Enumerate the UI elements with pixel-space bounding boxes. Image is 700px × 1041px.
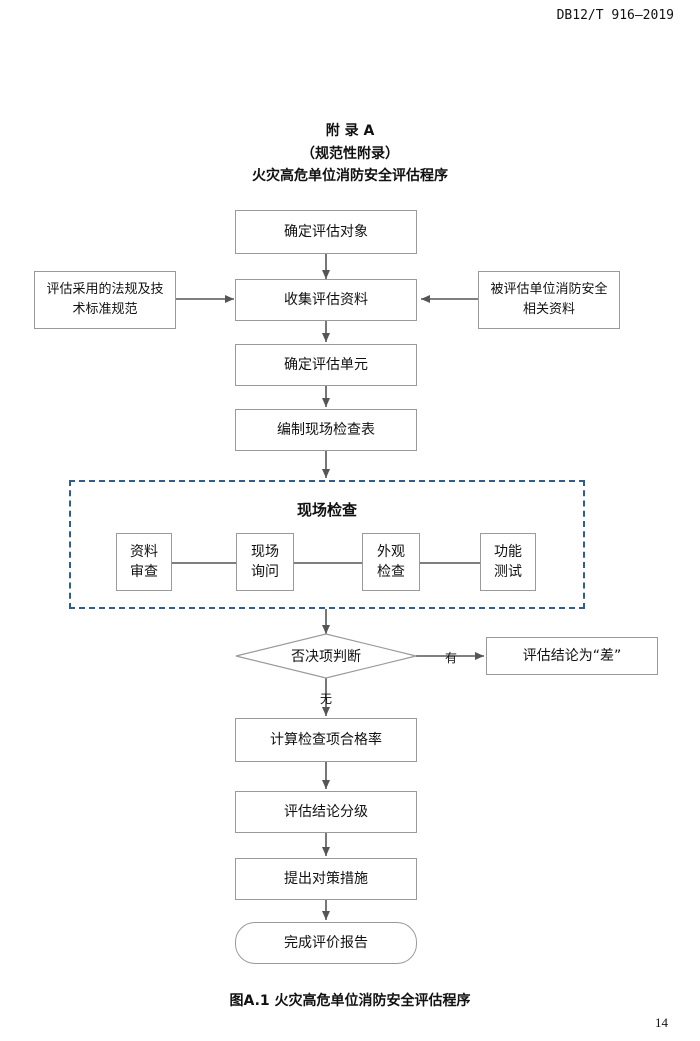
page-number: 14 — [655, 1015, 668, 1030]
figure-caption: 图A.1 火灾高危单位消防安全评估程序 — [229, 993, 471, 1009]
step-determine-target: 确定评估对象 — [235, 210, 417, 254]
step-calc-pass-rate: 计算检查项合格率 — [235, 718, 417, 762]
appendix-type: （规范性附录） — [301, 146, 399, 162]
appendix-label: 附 录 A — [325, 123, 375, 139]
step-determine-units: 确定评估单元 — [235, 344, 417, 386]
onsite-document-review: 资料审查 — [116, 533, 172, 591]
onsite-interview: 现场询问 — [236, 533, 294, 591]
decision-yes-label: 有 — [445, 651, 458, 665]
step-propose-measures: 提出对策措施 — [235, 858, 417, 900]
result-poor: 评估结论为“差” — [486, 637, 658, 675]
onsite-appearance-check: 外观检查 — [362, 533, 420, 591]
decision-no-label: 无 — [320, 692, 333, 706]
onsite-inspection-title: 现场检查 — [296, 501, 357, 519]
step-complete-report: 完成评价报告 — [235, 922, 417, 964]
input-regulations: 评估采用的法规及技术标准规范 — [34, 271, 176, 329]
onsite-function-test: 功能测试 — [480, 533, 536, 591]
appendix-title: 火灾高危单位消防安全评估程序 — [252, 168, 448, 184]
step-grade-conclusion: 评估结论分级 — [235, 791, 417, 833]
decision-label: 否决项判断 — [291, 649, 361, 665]
step-compile-checklist: 编制现场检查表 — [235, 409, 417, 451]
input-unit-materials: 被评估单位消防安全相关资料 — [478, 271, 620, 329]
step-collect-data: 收集评估资料 — [235, 279, 417, 321]
decision-diamond — [235, 633, 417, 679]
standard-code: DB12/T 916—2019 — [556, 8, 674, 23]
onsite-inspection-group — [69, 480, 585, 609]
